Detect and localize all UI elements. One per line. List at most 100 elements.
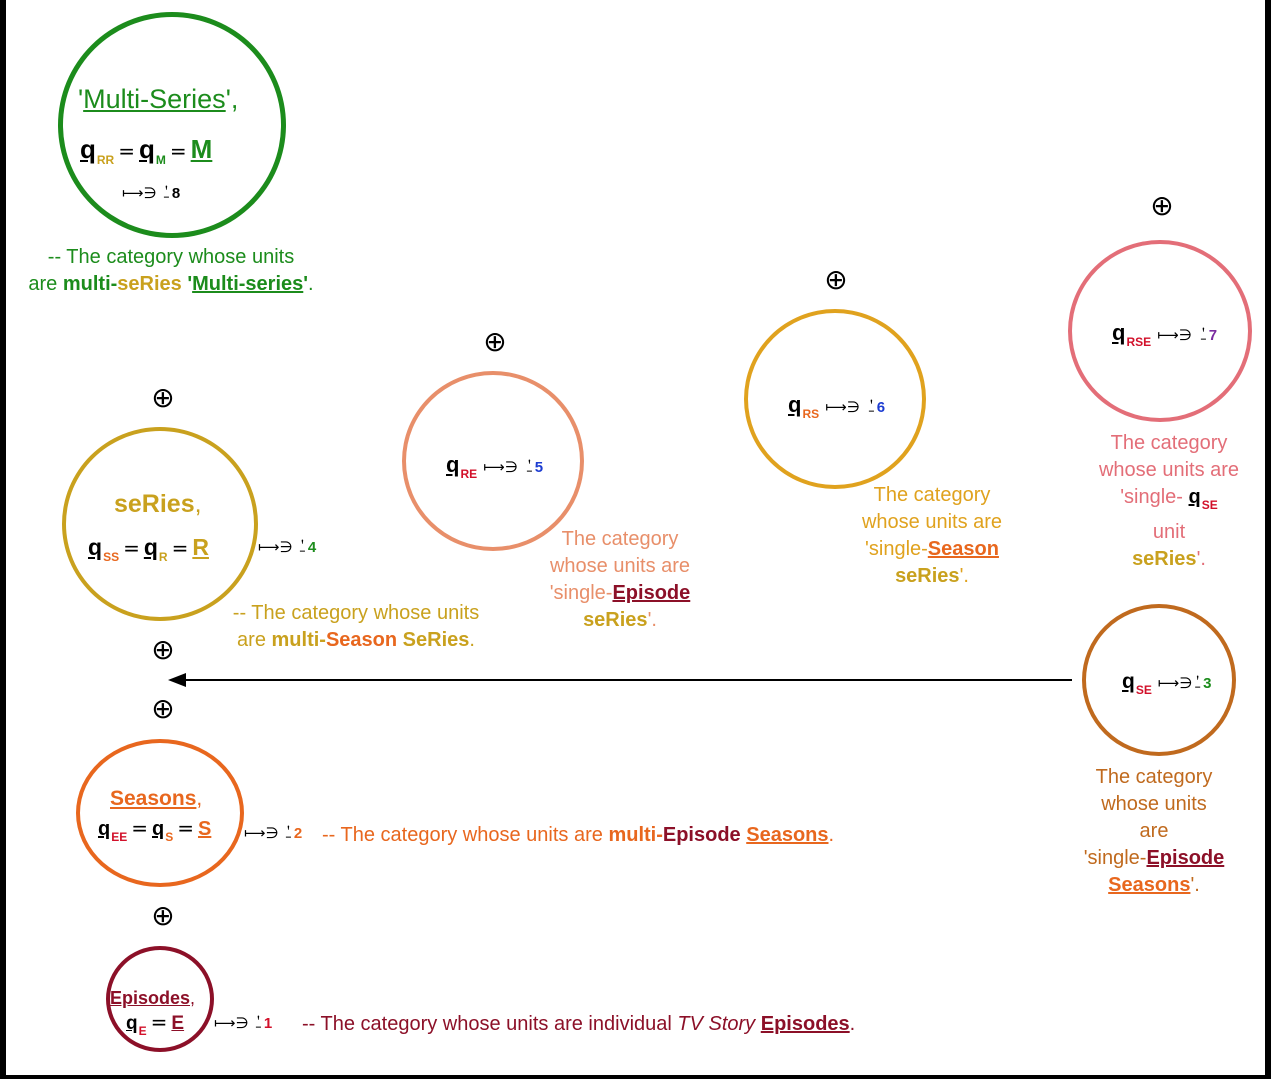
desc-series: seRies — [117, 273, 182, 295]
seasons-equation: qEE=qS=S — [98, 816, 212, 844]
single-episode-seasons-node — [1082, 604, 1236, 756]
q-symbol: q — [126, 1013, 138, 1034]
multi-series-title-text: Multi-Series — [83, 84, 226, 114]
oplus-symbol: ⊕ — [483, 325, 507, 358]
desc-single: single- — [1087, 847, 1147, 869]
desc-season: Season — [927, 538, 999, 560]
index-number: 3 — [1203, 675, 1212, 692]
single-se-series-description: The category whose units are 'single- qS… — [1080, 430, 1258, 573]
index-number: 4 — [307, 539, 317, 556]
single-episode-seasons-description: The category whose units are 'single-Epi… — [1064, 764, 1244, 899]
q-symbol: q — [152, 818, 165, 840]
desc-line: whose units are — [1098, 459, 1240, 481]
seasons-description: -- The category whose units are multi-Ep… — [322, 824, 835, 846]
subscript: RSE — [1126, 335, 1152, 349]
q-symbol: q — [98, 818, 111, 840]
desc-line: seRies'. — [895, 565, 969, 587]
series-node — [62, 427, 258, 621]
index-glyph: ⍘ — [865, 396, 877, 417]
desc-series: seRies — [895, 565, 960, 587]
multi-series-description: -- The category whose units are multi-se… — [12, 244, 330, 298]
desc-line: The category — [1095, 766, 1213, 788]
maps-to-arrow: ⟼∋ — [122, 184, 157, 202]
desc-series: SeRies — [402, 629, 470, 651]
seasons-title-text: Seasons — [110, 787, 197, 810]
category-letter: M — [190, 134, 213, 164]
seasons-title: Seasons, — [110, 787, 203, 810]
index-number: 6 — [876, 399, 886, 416]
category-letter: R — [192, 534, 209, 560]
maps-to-arrow: ⟼∋ — [1157, 326, 1192, 344]
single-episode-series-mapping: qRE ⟼∋ ⍘5 — [446, 452, 543, 481]
desc-line: unit — [1152, 521, 1186, 543]
oplus-symbol: ⊕ — [151, 692, 175, 725]
multi-series-node — [58, 12, 286, 238]
desc-line: Seasons'. — [1108, 874, 1200, 896]
subscript: EE — [111, 830, 128, 844]
episodes-description: -- The category whose units are individu… — [302, 1013, 856, 1035]
desc-intro: -- The category whose units are individu… — [302, 1013, 678, 1035]
index-number: 8 — [171, 185, 181, 202]
index-number: 2 — [293, 825, 303, 842]
maps-to-arrow: ⟼∋ — [258, 538, 293, 556]
desc-line: 'single-Episode — [1083, 847, 1225, 869]
seasons-mapping: ⟼∋ ⍘2 — [244, 822, 302, 843]
index-glyph: ⍘ — [297, 536, 308, 557]
desc-seasons: Seasons — [1108, 874, 1191, 896]
desc-line: whose units are — [861, 511, 1003, 533]
single-se-series-node — [1068, 240, 1252, 422]
single-season-series-mapping: qRS ⟼∋ ⍘6 — [788, 392, 885, 421]
episodes-mapping: ⟼∋ ⍘1 — [214, 1012, 272, 1033]
multi-series-title: 'Multi-Series', — [78, 84, 239, 114]
desc-line: 'single-Season — [865, 538, 999, 560]
seasons-node — [76, 739, 244, 887]
desc-are: are — [28, 273, 63, 295]
desc-series: seRies — [1132, 548, 1197, 570]
index-glyph: ⍘ — [253, 1012, 264, 1033]
series-description: -- The category whose units are multi-Se… — [206, 600, 506, 654]
desc-line: 'single- qSE — [1120, 486, 1218, 512]
desc-multi-series: Multi-series — [192, 273, 304, 295]
desc-line: are multi-seRies 'Multi-series'. — [28, 273, 314, 295]
single-season-series-description: The category whose units are 'single-Sea… — [832, 482, 1032, 590]
desc-single: single- — [868, 538, 928, 560]
desc-episode: Episode — [1146, 847, 1225, 869]
desc-line: are — [1139, 820, 1169, 842]
category-letter: E — [171, 1013, 185, 1034]
multi-series-equation: qRR=qM=M — [80, 134, 213, 167]
subscript: RS — [802, 407, 820, 421]
desc-episode: Episode — [612, 582, 691, 604]
subscript: E — [138, 1024, 147, 1038]
series-mapping: ⟼∋ ⍘4 — [258, 536, 316, 557]
index-number: 1 — [263, 1015, 273, 1032]
desc-line: The category — [1110, 432, 1228, 454]
multi-series-mapping: ⟼∋ ⍘8 — [122, 182, 180, 203]
desc-single: single- — [1124, 486, 1183, 508]
series-title: seRies, — [114, 490, 202, 518]
index-glyph: ⍘ — [523, 456, 535, 477]
maps-to-arrow: ⟼∋ — [244, 824, 279, 842]
desc-episodes: Episodes — [760, 1013, 850, 1035]
desc-multi: multi- — [62, 273, 118, 295]
episodes-equation: qE=E — [126, 1010, 185, 1038]
desc-line: 'single-Episode — [549, 582, 691, 604]
desc-line: seRies'. — [1132, 548, 1206, 570]
desc-line: seRies'. — [583, 609, 657, 631]
index-glyph: ⍘ — [283, 822, 294, 843]
desc-line: are multi-Season SeRies. — [237, 629, 475, 651]
subscript: SE — [1135, 683, 1152, 697]
series-equation: qSS=qR=R — [88, 534, 209, 564]
maps-to-arrow: ⟼∋ — [483, 458, 518, 476]
desc-line: The category — [561, 528, 679, 550]
index-number: 7 — [1208, 327, 1218, 344]
q-symbol: q — [788, 392, 802, 417]
desc-multi: multi- — [271, 629, 326, 651]
desc-episode: Episode — [662, 824, 741, 846]
desc-multi: multi- — [608, 824, 663, 846]
maps-to-arrow: ⟼∋ — [825, 398, 860, 416]
subscript: S — [165, 830, 174, 844]
index-glyph: ⍘ — [1192, 672, 1204, 693]
desc-single: single- — [553, 582, 613, 604]
episodes-title-text: Episodes — [110, 988, 191, 1008]
desc-line: -- The category whose units — [232, 602, 480, 624]
